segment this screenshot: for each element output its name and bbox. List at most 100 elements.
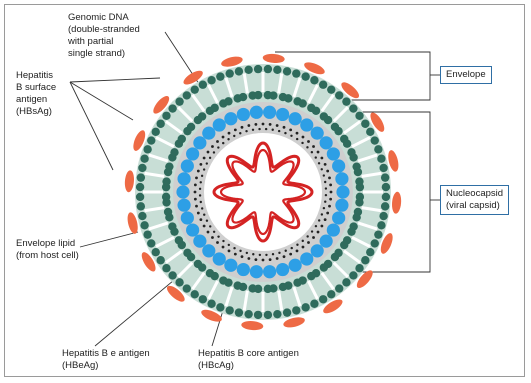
- hbsag-protein: [262, 53, 285, 64]
- hbeag-dot: [283, 255, 286, 258]
- lipid-head: [340, 241, 348, 249]
- hbcag-protein: [335, 172, 348, 185]
- hbeag-dot: [315, 156, 317, 158]
- lipid-head: [136, 183, 144, 191]
- lipid-head: [162, 193, 170, 201]
- lipid-head: [264, 311, 272, 319]
- lipid-head: [342, 97, 350, 105]
- hbeag-dot: [324, 163, 327, 166]
- hbeag-dot: [195, 205, 198, 208]
- lipid-head: [147, 239, 155, 247]
- hbeag-dot: [254, 258, 257, 261]
- lipid-head: [310, 300, 318, 308]
- hbeag-dot: [325, 194, 327, 196]
- lipid-head: [152, 128, 160, 136]
- hbeag-dot: [296, 138, 298, 140]
- hbeag-dot: [323, 207, 325, 209]
- leader-envelope-lipid: [80, 232, 138, 247]
- hbeag-dot: [207, 151, 210, 154]
- hbeag-dot: [269, 123, 272, 126]
- label-hbcag: Hepatitis B core antigen (HBcAg): [198, 348, 299, 372]
- hbeag-dot: [321, 168, 323, 170]
- hbeag-dot: [201, 175, 203, 177]
- lipid-head: [162, 112, 170, 120]
- lipid-head: [374, 145, 382, 153]
- lipid-head: [342, 278, 350, 286]
- hbeag-dot: [222, 246, 225, 249]
- lipid-head: [381, 202, 389, 210]
- hbcag-protein: [186, 147, 199, 160]
- lipid-head: [225, 69, 233, 77]
- hbcag-protein: [213, 252, 226, 265]
- lipid-head: [335, 284, 343, 292]
- hbeag-dot: [209, 225, 211, 227]
- hbeag-dot: [194, 191, 197, 194]
- lipid-head: [194, 260, 202, 268]
- hbeag-dot: [252, 129, 254, 131]
- hbeag-dot: [211, 236, 214, 239]
- lipid-head: [264, 65, 272, 73]
- lipid-head: [143, 145, 151, 153]
- hbcag-protein: [320, 136, 333, 149]
- hbeag-dot: [317, 151, 320, 154]
- hbeag-dot: [301, 142, 303, 144]
- lipid-head: [293, 278, 301, 286]
- lipid-head: [207, 300, 215, 308]
- hbeag-dot: [247, 124, 250, 127]
- lipid-head: [140, 221, 148, 229]
- hbcag-protein: [193, 136, 206, 149]
- hbeag-dot: [317, 231, 320, 234]
- lipid-head: [168, 271, 176, 279]
- hbcag-protein: [181, 211, 194, 224]
- lipid-head: [137, 202, 145, 210]
- lipid-head: [235, 308, 243, 316]
- lipid-head: [273, 66, 281, 74]
- lipid-head: [366, 248, 374, 256]
- hbcag-protein: [224, 259, 237, 272]
- hbeag-dot: [254, 123, 257, 126]
- hbeag-dot: [307, 140, 310, 143]
- hbeag-dot: [258, 128, 260, 130]
- hbeag-dot: [241, 255, 244, 258]
- lipid-head: [374, 230, 382, 238]
- hbeag-dot: [276, 257, 279, 260]
- hbeag-dot: [307, 241, 310, 244]
- lipid-head: [264, 285, 272, 293]
- lipid-head: [307, 272, 315, 280]
- hbcag-protein: [177, 172, 190, 185]
- lipid-head: [361, 256, 369, 264]
- hbcag-protein: [311, 127, 324, 140]
- lipid-head: [235, 67, 243, 75]
- hbeag-dot: [246, 252, 248, 254]
- lipid-head: [382, 183, 390, 191]
- hbsag-protein: [124, 170, 135, 193]
- lipid-head: [349, 104, 357, 112]
- lipid-head: [207, 76, 215, 84]
- lipid-head: [371, 136, 379, 144]
- hbeag-dot: [265, 128, 267, 130]
- lipid-head: [156, 120, 164, 128]
- hbeag-dot: [206, 220, 208, 222]
- lipid-head: [349, 271, 357, 279]
- leader-hbsag-1: [70, 78, 160, 82]
- lipid-head: [244, 310, 252, 318]
- hbeag-dot: [259, 254, 261, 256]
- lipid-head: [347, 227, 355, 235]
- hbeag-dot: [289, 128, 292, 131]
- hbcag-protein: [327, 223, 340, 236]
- lipid-head: [210, 104, 218, 112]
- hbeag-dot: [199, 163, 202, 166]
- lipid-head: [319, 81, 327, 89]
- hbeag-dot: [217, 146, 219, 148]
- hbeag-dot: [284, 132, 286, 134]
- lipid-head: [312, 107, 320, 115]
- hbeag-dot: [211, 145, 214, 148]
- label-envelope: Envelope: [440, 66, 492, 84]
- hbeag-dot: [245, 130, 247, 132]
- lipid-head: [320, 263, 328, 271]
- hbcag-protein: [335, 199, 348, 212]
- lipid-head: [327, 290, 335, 298]
- label-nucleocapsid: Nucleocapsid (viral capsid): [440, 185, 509, 215]
- lipid-head: [371, 239, 379, 247]
- hbeag-dot: [213, 151, 215, 153]
